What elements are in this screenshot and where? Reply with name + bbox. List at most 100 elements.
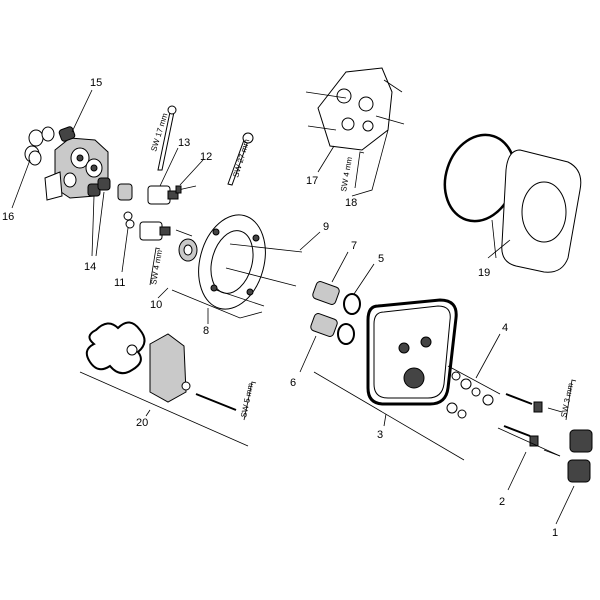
callout-14: 14	[84, 261, 96, 273]
handles-group	[497, 379, 593, 525]
blind-plate-20	[149, 333, 187, 403]
mounting-plate-group	[157, 132, 321, 324]
bolt-9b	[229, 243, 303, 253]
sleeve-7	[312, 281, 340, 305]
bolt-9c	[215, 289, 265, 307]
adapter-10-bore	[183, 244, 193, 256]
bracket-20	[79, 371, 249, 447]
handle-knob-upper	[569, 429, 593, 453]
blind-plate-group	[79, 321, 257, 447]
leader-6	[299, 335, 317, 373]
hex-key-4-top	[354, 151, 365, 189]
callout-13: 13	[178, 137, 190, 149]
cartridge-11-stem	[159, 226, 171, 236]
plate-hole-3	[210, 284, 218, 292]
spindle-upper	[505, 393, 533, 405]
small-ring-4b	[460, 378, 472, 390]
trim-plate-3	[373, 305, 451, 399]
small-ring-4d	[482, 394, 494, 406]
housing-screw-1	[305, 91, 347, 99]
housing-group	[305, 67, 405, 197]
small-ring-4c	[471, 387, 481, 397]
plate-hole-4	[246, 288, 254, 296]
port-dot-2	[90, 164, 98, 172]
small-o-ring-2	[125, 219, 135, 229]
leader-12	[179, 159, 204, 186]
screw-12-head	[175, 185, 182, 194]
small-rings-group	[446, 333, 501, 419]
ring-5b	[337, 323, 355, 345]
small-o-ring-1	[123, 211, 133, 221]
housing-screw-4	[383, 79, 403, 93]
housing-port-4	[362, 120, 374, 132]
callout-20: 20	[136, 417, 148, 429]
callout-17: 17	[306, 175, 318, 187]
leader-7	[331, 251, 349, 283]
leader-4	[475, 333, 501, 379]
callout-12: 12	[200, 151, 212, 163]
callout-6: 6	[290, 377, 296, 389]
bracket-8	[171, 289, 263, 319]
label-sw4-left: SW 4 mm	[149, 249, 164, 285]
screw-20	[195, 393, 237, 411]
leader-14b	[95, 191, 105, 257]
cartridge-group	[117, 105, 204, 286]
housing-screw-3	[375, 115, 405, 125]
grub-screw-upper	[547, 407, 563, 413]
small-ring-4a	[451, 371, 461, 381]
leader-15	[71, 89, 93, 133]
label-sw27: SW 27 mm	[231, 138, 251, 179]
label-sw4-top: SW 4 mm	[339, 156, 354, 192]
callout-8: 8	[203, 325, 209, 337]
cartridge-sleeve	[117, 183, 133, 201]
housing-port-1	[336, 88, 352, 104]
leader-2	[507, 451, 527, 491]
spring-lower	[529, 435, 539, 447]
callout-16: 16	[2, 211, 14, 223]
ring-5a	[343, 293, 361, 315]
leader-18	[351, 129, 389, 197]
callout-4: 4	[502, 322, 508, 334]
sleeve-group	[299, 251, 375, 373]
leader-19b	[487, 239, 511, 259]
valve-body-flange	[44, 171, 63, 201]
label-sw5: SW 5 mm	[239, 382, 255, 419]
trim-plate-group	[313, 298, 465, 461]
hex-key-5	[243, 381, 257, 421]
o-ring-15b	[41, 126, 55, 142]
wrench-27-head	[242, 132, 254, 144]
housing-17	[317, 67, 393, 151]
handle-knob-lower	[567, 459, 591, 483]
small-ring-4f	[457, 409, 467, 419]
sleeve-6	[310, 313, 338, 337]
spindle-lower	[503, 425, 531, 437]
bracket-3	[313, 371, 465, 461]
bolt-9a	[225, 267, 297, 287]
gasket-20	[85, 321, 146, 375]
o-ring-16b	[28, 150, 42, 166]
cartridge-13	[147, 185, 171, 205]
housing-screw-2	[307, 125, 337, 131]
wrench-17-head	[167, 105, 177, 115]
trim-hole-2	[420, 336, 432, 348]
leader-9	[299, 231, 321, 251]
callout-7: 7	[351, 240, 357, 252]
valve-port-3	[63, 172, 77, 188]
seat-insert-14b	[97, 177, 111, 191]
leader-5	[353, 263, 375, 295]
label-sw3: SW 3 mm	[559, 382, 575, 419]
callout-3: 3	[377, 429, 383, 441]
hex-key-4-left	[149, 247, 161, 286]
leader-13	[159, 147, 179, 187]
callout-9: 9	[323, 221, 329, 233]
callout-2: 2	[499, 496, 505, 508]
trim-hole-3	[403, 367, 425, 389]
housing-port-3	[341, 117, 355, 131]
spring-upper	[533, 401, 543, 413]
callout-5: 5	[378, 253, 384, 265]
callout-10: 10	[150, 299, 162, 311]
leader-20	[145, 409, 151, 417]
callout-1: 1	[552, 527, 558, 539]
